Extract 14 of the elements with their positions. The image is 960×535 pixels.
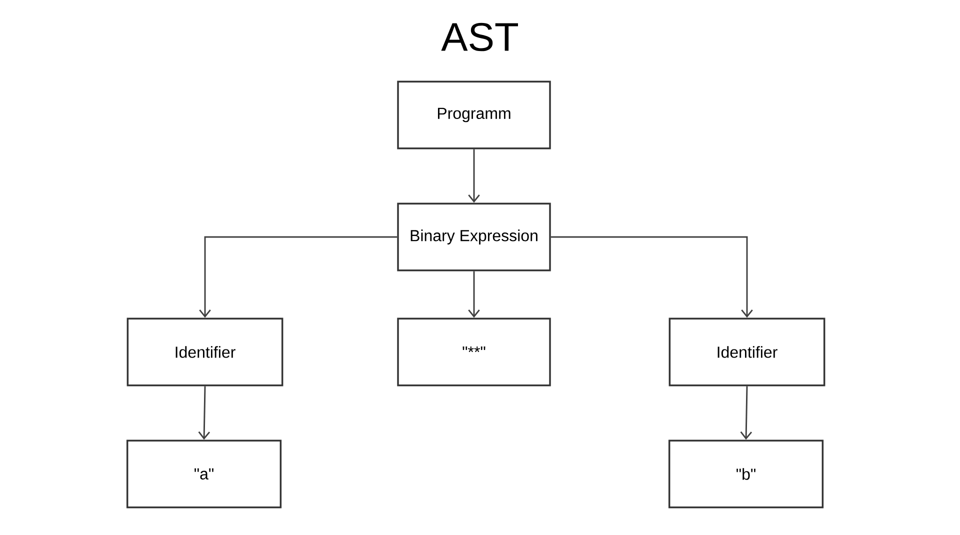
tree-node-box: "b" (668, 440, 824, 508)
arrow (740, 386, 752, 440)
tree-node-box: "**" (397, 318, 551, 386)
tree-node-box: "a" (126, 440, 282, 508)
arrow (468, 149, 480, 203)
arrow (550, 236, 753, 318)
tree-node-box: Identifier (668, 318, 826, 386)
title: AST (441, 22, 518, 52)
arrow (199, 236, 398, 318)
arrow (468, 271, 480, 318)
arrow (198, 386, 210, 440)
tree-node-box: Binary Expression (397, 202, 551, 272)
tree-node-box: Programm (397, 80, 551, 150)
tree-node-box: Identifier (126, 318, 284, 386)
